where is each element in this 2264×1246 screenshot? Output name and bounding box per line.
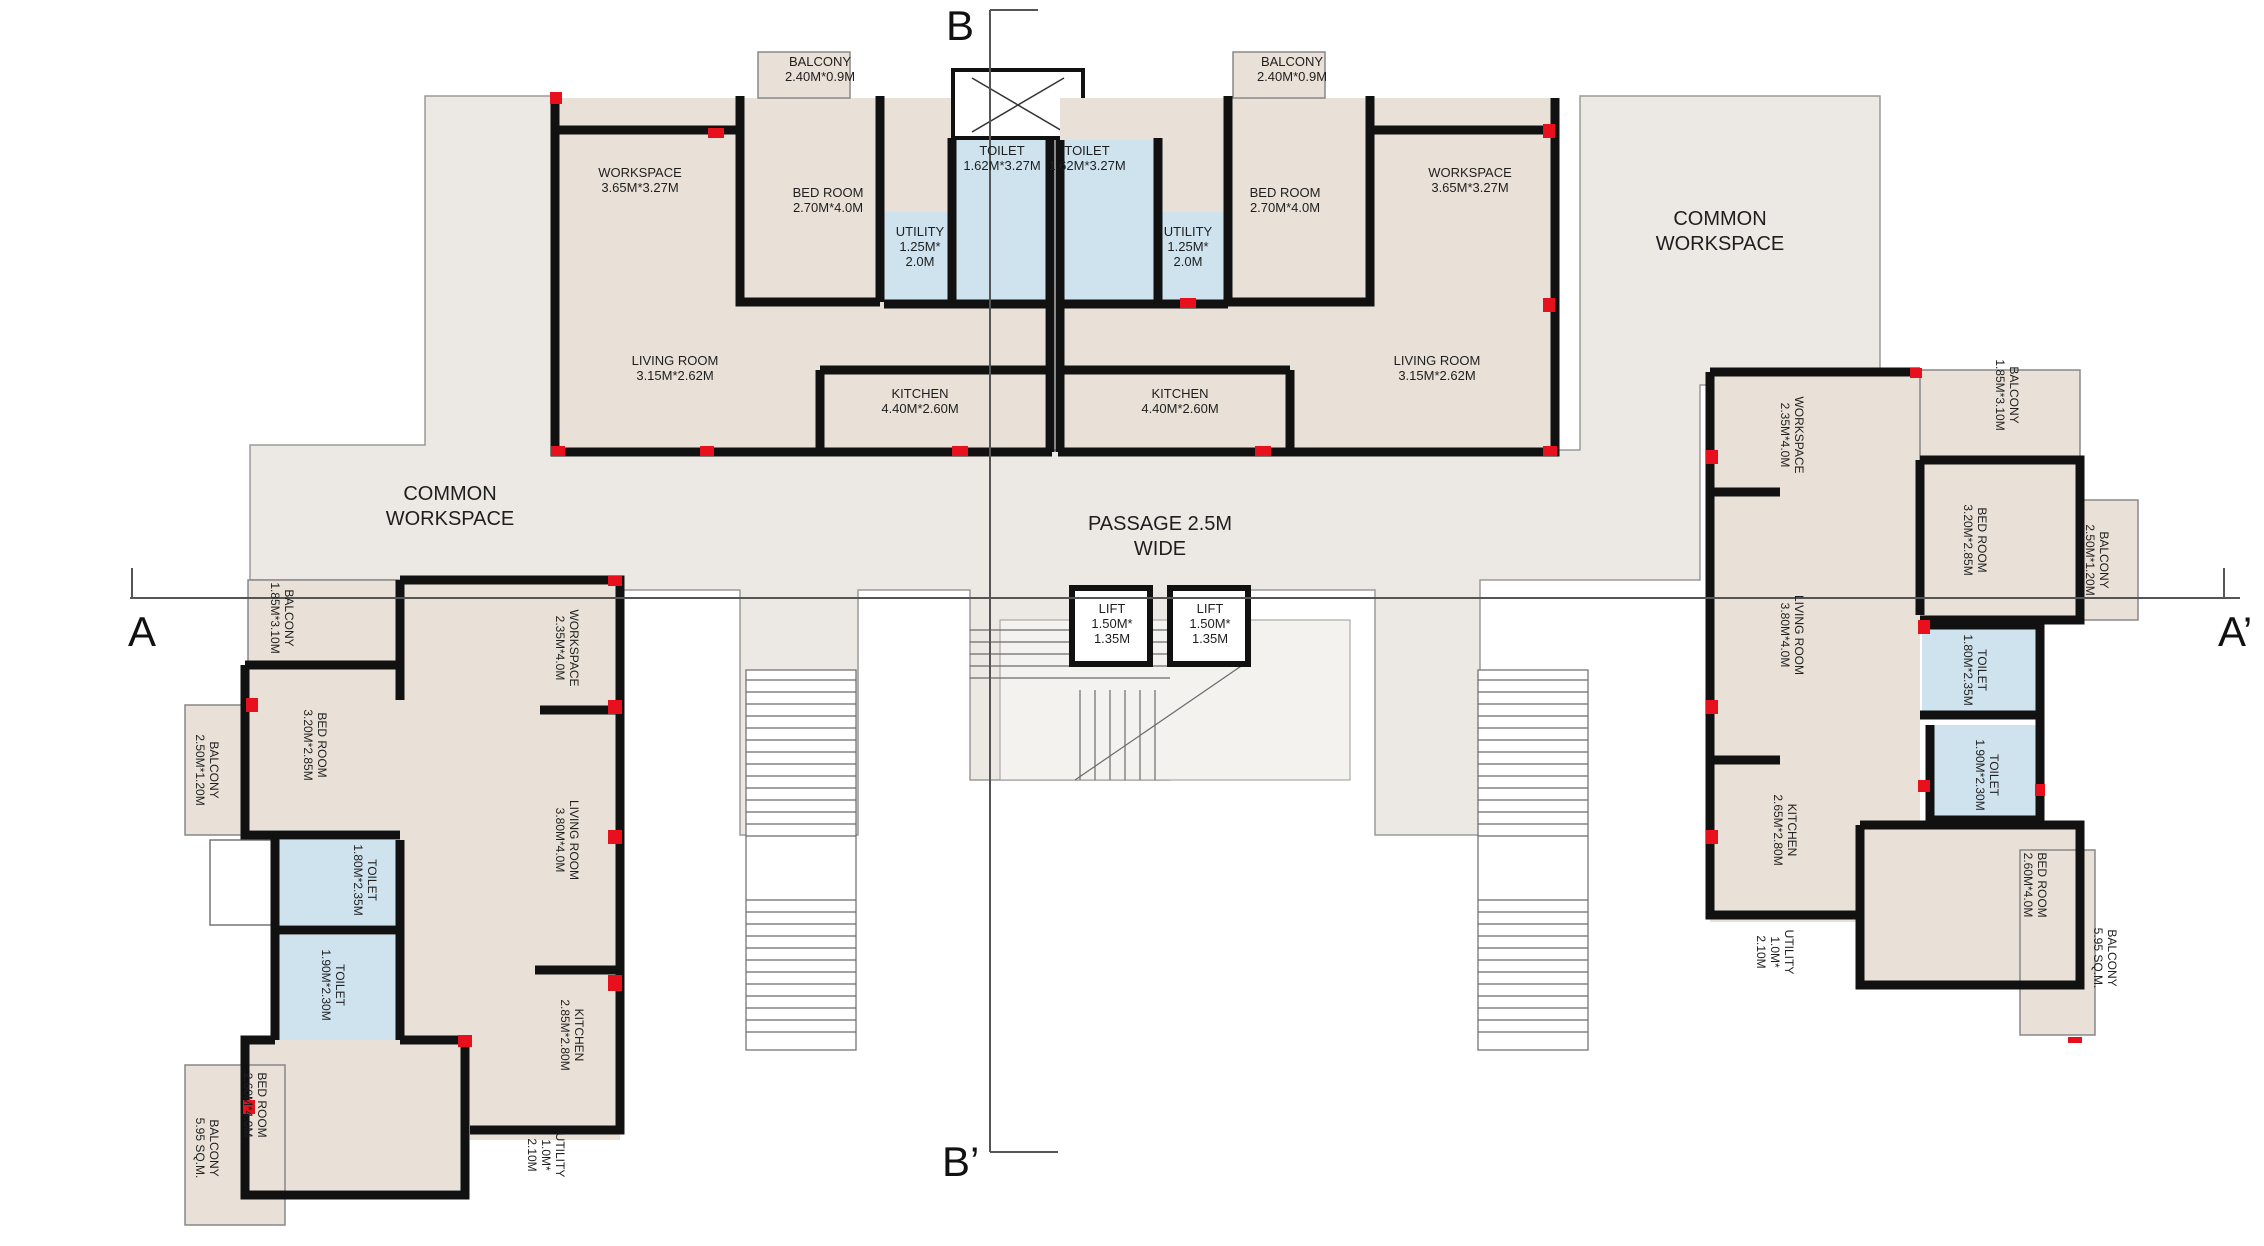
room-label-br-toilet-1: TOILET1.80M*2.35M: [1961, 634, 1989, 705]
room-label-bl-bedroom-bottom: BED ROOM2.60M*4.0M: [241, 1072, 269, 1137]
section-markers: A A’ B B’: [128, 2, 2252, 1185]
tl-utility-area: [884, 212, 950, 304]
tr-balcony: [1232, 51, 1326, 99]
stair-left: [745, 669, 857, 1051]
room-label-bl-bedroom-top: BED ROOM3.20M*2.85M: [301, 709, 329, 780]
lift-right: [1167, 585, 1251, 667]
tr-toilet-area: [1058, 140, 1158, 304]
stairs: [745, 629, 1589, 1051]
room-label-br-utility: UTILITY1.0M*2.10M: [1754, 930, 1796, 975]
bl-toilet-2-area: [278, 935, 400, 1040]
unit-top-left: [550, 51, 1085, 457]
room-label-br-bedroom-top: BED ROOM3.20M*2.85M: [1961, 504, 1989, 575]
br-toilet-1-area: [1922, 625, 2042, 715]
room-label-br-toilet-2: TOILET1.90M*2.30M: [1973, 739, 2001, 810]
tl-toilet-area: [950, 140, 1048, 304]
room-label-bl-kitchen: KITCHEN2.85M*2.80M: [558, 999, 586, 1070]
room-label-br-balcony-bottom: BALCONY5.95 SQ.M.: [2091, 928, 2119, 989]
room-label-br-balcony-top: BALCONY1.85M*3.10M: [1993, 359, 2021, 430]
unit-bottom-left: [184, 575, 625, 1226]
room-label-bl-balcony-bottom: BALCONY5.95 SQ.M.: [193, 1118, 221, 1179]
room-label-br-bedroom-bottom: BED ROOM2.60M*4.0M: [2021, 852, 2049, 917]
section-marker-b-prime: B’: [942, 1138, 979, 1185]
section-marker-b: B: [946, 2, 974, 49]
bl-toilet-1-area: [278, 840, 400, 925]
room-label-br-kitchen: KITCHEN2.65M*2.80M: [1771, 794, 1799, 865]
room-label-br-living: LIVING ROOM3.80M*4.0M: [1778, 595, 1806, 675]
room-label-br-workspace: WORKSPACE2.35M*4.0M: [1778, 396, 1806, 473]
room-label-br-balcony-mid: BALCONY2.50M*1.20M: [2083, 524, 2111, 595]
room-label-bl-toilet-1: TOILET1.80M*2.35M: [351, 844, 379, 915]
room-label-bl-workspace: WORKSPACE2.35M*4.0M: [553, 609, 581, 686]
br-toilet-2-area: [1930, 725, 2040, 825]
room-label-bl-balcony-top: BALCONY1.85M*3.10M: [268, 582, 296, 653]
section-marker-a-prime: A’: [2218, 608, 2252, 655]
tl-balcony: [757, 51, 851, 99]
room-label-bl-utility: UTILITY1.0M*2.10M: [525, 1133, 567, 1178]
room-label-bl-toilet-2: TOILET1.90M*2.30M: [319, 949, 347, 1020]
lifts: [1069, 585, 1251, 667]
tr-utility-area: [1160, 212, 1226, 304]
common-areas: [249, 95, 1881, 836]
stair-landing-center: [999, 619, 1351, 781]
unit-top-right: [1055, 51, 1560, 457]
lift-left: [1069, 585, 1153, 667]
room-label-bl-living: LIVING ROOM3.80M*4.0M: [553, 800, 581, 880]
structural-columns: [243, 92, 2082, 1114]
section-lines: [130, 9, 2240, 1153]
section-marker-a: A: [128, 608, 156, 655]
unit-bottom-right: [1705, 367, 2139, 1036]
room-label-bl-balcony-left: BALCONY2.50M*1.20M: [193, 734, 221, 805]
stair-right: [1477, 669, 1589, 1051]
